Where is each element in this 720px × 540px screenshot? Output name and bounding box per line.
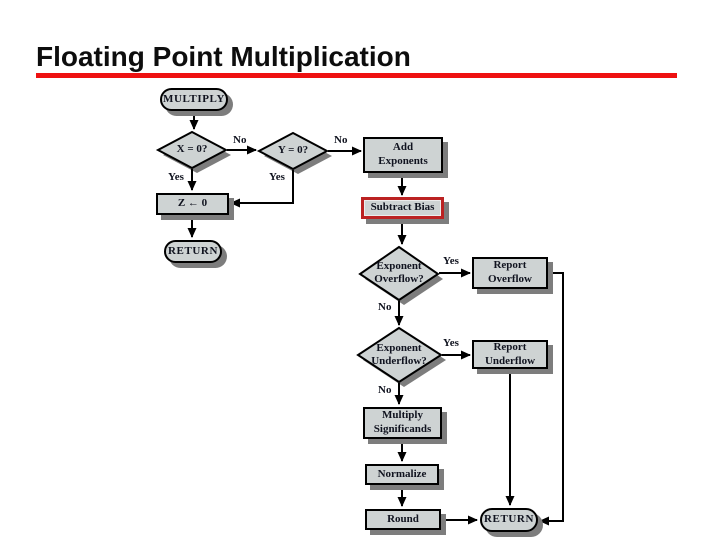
edge-label-yes-overflow: Yes — [443, 255, 459, 267]
slide-title: Floating Point Multiplication — [36, 41, 411, 72]
connectors — [187, 112, 564, 526]
edge-label-yes-underflow: Yes — [443, 337, 459, 349]
process-add-exponents: Add Exponents — [363, 137, 443, 173]
edge-label-yes-yzero: Yes — [269, 171, 285, 183]
edge-label-no-overflow: No — [378, 301, 392, 313]
decision-y-zero-shape — [256, 131, 330, 171]
process-report-underflow: Report Underflow — [472, 340, 548, 369]
decision-exponent-overflow-shape — [358, 245, 440, 302]
process-normalize: Normalize — [365, 464, 439, 485]
edge-label-no-yzero: No — [334, 134, 348, 146]
title-underline — [36, 73, 677, 78]
terminal-return-left: RETURN — [164, 240, 222, 263]
process-multiply-significands: Multiply Significands — [363, 407, 442, 439]
edge-label-no-underflow: No — [378, 384, 392, 396]
process-round: Round — [365, 509, 441, 530]
process-report-overflow: Report Overflow — [472, 257, 548, 289]
terminal-return-end: RETURN — [480, 508, 538, 532]
decision-x-zero-shape — [155, 130, 229, 170]
connector-yzero-yes-to-z — [230, 170, 294, 208]
terminal-multiply: MULTIPLY — [160, 88, 228, 111]
edge-label-yes-xzero: Yes — [168, 171, 184, 183]
process-z-assign: Z ← 0 — [156, 193, 229, 215]
process-subtract-bias: Subtract Bias — [361, 197, 444, 219]
decision-exponent-underflow-shape — [356, 326, 443, 384]
connector-reportover-to-return — [539, 272, 564, 526]
edge-label-no-xzero: No — [233, 134, 247, 146]
